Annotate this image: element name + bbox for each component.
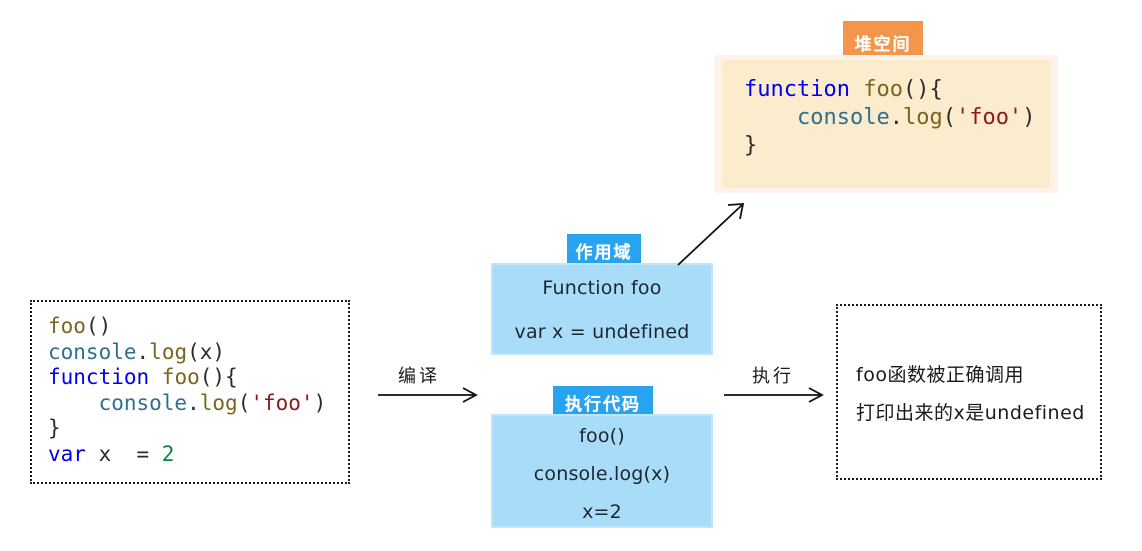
code-token: var	[48, 441, 99, 466]
heap-code-line-1: function foo(){	[744, 76, 1050, 104]
result-lines: foo函数被正确调用 打印出来的x是undefined	[838, 356, 1100, 432]
source-code-line-3: function foo(){	[48, 365, 348, 391]
code-token: 2	[161, 441, 175, 466]
compile-arrow-label: 编译	[398, 366, 440, 387]
source-code-line-2: console.log(x)	[48, 340, 348, 366]
code-token: (	[942, 105, 956, 130]
code-token: .	[187, 390, 200, 415]
scope-line-2: var x = undefined	[514, 321, 690, 343]
code-token: console	[98, 390, 188, 415]
heap-code-line-3: }	[744, 132, 1050, 160]
heap-box: function foo(){ console.log('foo')}	[714, 55, 1058, 193]
exec-tab-label: 执行代码	[553, 386, 653, 419]
code-token: .	[889, 105, 903, 130]
code-token: 'foo'	[250, 390, 314, 415]
code-token: function	[744, 77, 864, 102]
code-token: (){	[902, 77, 943, 102]
exec-line-2: console.log(x)	[533, 463, 671, 485]
heap-code-lines: function foo(){ console.log('foo')}	[722, 60, 1050, 188]
execute-arrow-label: 执行	[752, 366, 794, 387]
code-token: (	[237, 390, 251, 415]
result-line-2: 打印出来的x是undefined	[856, 402, 1085, 424]
code-token: x =	[98, 441, 162, 466]
result-line-1: foo函数被正确调用	[856, 364, 1024, 386]
code-token: }	[48, 416, 61, 440]
code-token	[744, 105, 797, 130]
code-token: }	[744, 133, 758, 158]
code-token: console	[796, 105, 890, 130]
scope-tab-label: 作用域	[567, 234, 641, 267]
heap-tab-label: 堆空间	[845, 23, 921, 61]
source-code-line-4: console.log('foo')	[48, 391, 348, 417]
code-token: log	[199, 390, 238, 415]
scope-line-1: Function foo	[542, 277, 662, 299]
code-token: )	[1022, 105, 1036, 130]
source-code-lines: foo()console.log(x)function foo(){ conso…	[48, 314, 348, 467]
compile-arrow	[378, 387, 478, 403]
source-code-line-5: }	[48, 416, 348, 442]
code-token: foo	[48, 314, 86, 338]
code-token: (x)	[187, 339, 226, 364]
scope-box: Function foo var x = undefined	[493, 265, 711, 353]
code-token: ()	[85, 314, 112, 338]
code-token: foo	[863, 77, 903, 102]
exec-line-1: foo()	[579, 425, 625, 447]
code-token: function	[48, 365, 162, 389]
heap-code-line-2: console.log('foo')	[744, 104, 1050, 132]
source-code-box: foo()console.log(x)function foo(){ conso…	[30, 300, 350, 484]
scope-to-heap-arrow	[677, 203, 745, 266]
execute-arrow	[724, 387, 824, 403]
source-code-line-1: foo()	[48, 314, 348, 340]
exec-code-box: foo() console.log(x) x=2	[493, 416, 711, 526]
code-token: (){	[199, 365, 238, 389]
code-token: foo	[161, 365, 200, 389]
code-token: console	[48, 339, 137, 364]
code-token: )	[313, 390, 327, 415]
exec-line-3: x=2	[582, 501, 622, 523]
result-box: foo函数被正确调用 打印出来的x是undefined	[836, 304, 1102, 480]
source-code-line-6: var x = 2	[48, 442, 348, 468]
code-token: log	[149, 339, 188, 364]
code-token: log	[902, 105, 943, 130]
code-token: .	[136, 339, 150, 364]
code-token: 'foo'	[955, 105, 1023, 130]
code-token	[48, 391, 99, 415]
